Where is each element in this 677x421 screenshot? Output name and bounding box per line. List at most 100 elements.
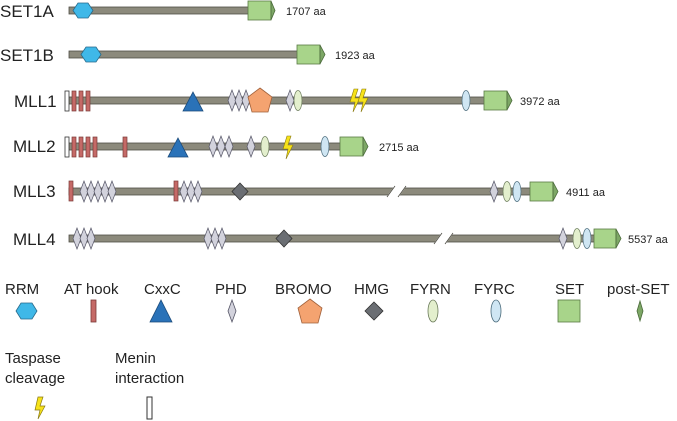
phd-finger [234,89,244,112]
bromo-icon [297,298,323,324]
at-hook [71,136,77,158]
sequence-break-line [397,185,407,198]
legend-label: Menin interaction [115,350,184,387]
set-domain [247,0,272,21]
phd-finger [107,180,117,203]
protein-length-mll2: 2715 aa [379,142,420,154]
phd-finger [72,227,82,250]
legend-label: RRM [5,281,39,298]
protein-name-set1b: SET1B [0,46,54,65]
at-hook-icon [90,299,97,323]
protein-length-mll4: 5537 aa [628,234,669,246]
legend-item-fyrc: FYRC [474,281,515,323]
legend-label: HMG [354,281,389,298]
phd-finger [86,227,96,250]
legend-label: BROMO [275,281,332,298]
set-domain [593,228,617,249]
phd-finger [210,227,220,250]
legend-item-at-hook: AT hook [64,281,119,323]
phd-finger [93,180,103,203]
backbone [68,50,313,59]
protein-length-set1a: 1707 aa [286,6,327,18]
post-set-domain [552,181,559,202]
at-hook [71,90,77,112]
phd-finger [558,227,568,250]
legend-item-phd: PHD [215,281,247,324]
fyrc-domain [512,181,522,202]
fyrn-domain [293,90,303,111]
protein-row-mll3: MLL3 4911 aa [13,180,606,203]
legend-label: post-SET [607,281,670,298]
protein-length-set1b: 1923 aa [335,50,376,62]
phd-finger [489,180,499,203]
sequence-break-line [433,232,443,245]
cxxc-icon [149,299,173,323]
taspase-cleavage [357,88,369,113]
post-set-domain [319,44,326,65]
legend-item-post-set: post-SET [607,281,670,323]
set-domain [529,181,554,202]
phd-finger [179,180,189,203]
protein-name-set1a: SET1A [0,2,55,21]
legend-label: PHD [215,281,247,298]
protein-row-mll4: MLL4 5537 aa [13,227,669,250]
set-icon [557,299,581,323]
cxxc-domain [182,91,204,112]
protein-length-mll1: 3972 aa [520,96,561,108]
at-hook [68,180,74,202]
phd-finger [216,135,226,158]
phd-icon [227,298,237,324]
legend-label: Taspase cleavage [5,350,65,387]
set-domain [339,136,364,157]
protein-row-mll2: MLL2 2715 aa [13,135,420,160]
legend-item-hmg: HMG [354,281,389,321]
menin-interaction-icon [146,396,153,420]
legend-label: SET [555,281,584,298]
protein-row-set1b: SET1B 1923 aa [0,44,376,65]
menin-interaction [64,136,70,158]
phd-finger [217,227,227,250]
phd-finger [285,89,295,112]
rrm-domain [72,2,94,19]
legend-label: CxxC [144,281,181,298]
at-hook [173,180,179,202]
backbone [68,6,264,15]
post-set-domain [506,90,513,111]
fyrn-domain [502,181,512,202]
phd-finger [224,135,234,158]
set-domain [483,90,508,111]
protein-row-set1a: SET1A 1707 aa [0,0,327,21]
backbone [68,187,552,196]
fyrc-domain [320,136,330,157]
at-hook [85,136,91,158]
legend-item-fyrn: FYRN [410,281,451,323]
phd-finger [86,180,96,203]
post-set-icon [636,299,644,323]
phd-finger [203,227,213,250]
legend-item-rrm: RRM [5,281,39,320]
fyrn-domain [260,136,270,157]
fyrc-domain [461,90,471,111]
rrm-icon [15,302,38,320]
phd-finger [193,180,203,203]
at-hook [78,136,84,158]
at-hook [122,136,128,158]
legend: RRM AT hook CxxC PHD BROMO HMG FYRN FYR [5,281,670,420]
legend-label: FYRN [410,281,451,298]
legend-label: AT hook [64,281,119,298]
phd-finger [208,135,218,158]
post-set-domain [270,0,276,21]
backbone [68,234,618,243]
post-set-domain [362,136,369,157]
fyrn-domain [572,228,582,249]
phd-finger [227,89,237,112]
protein-row-mll1: MLL1 3972 aa [14,87,561,113]
at-hook [92,136,98,158]
hmg-domain [231,182,249,201]
protein-name-mll4: MLL4 [13,230,56,249]
protein-name-mll3: MLL3 [13,182,56,201]
legend-label: FYRC [474,281,515,298]
fyrc-icon [490,299,502,323]
hmg-icon [364,301,384,321]
